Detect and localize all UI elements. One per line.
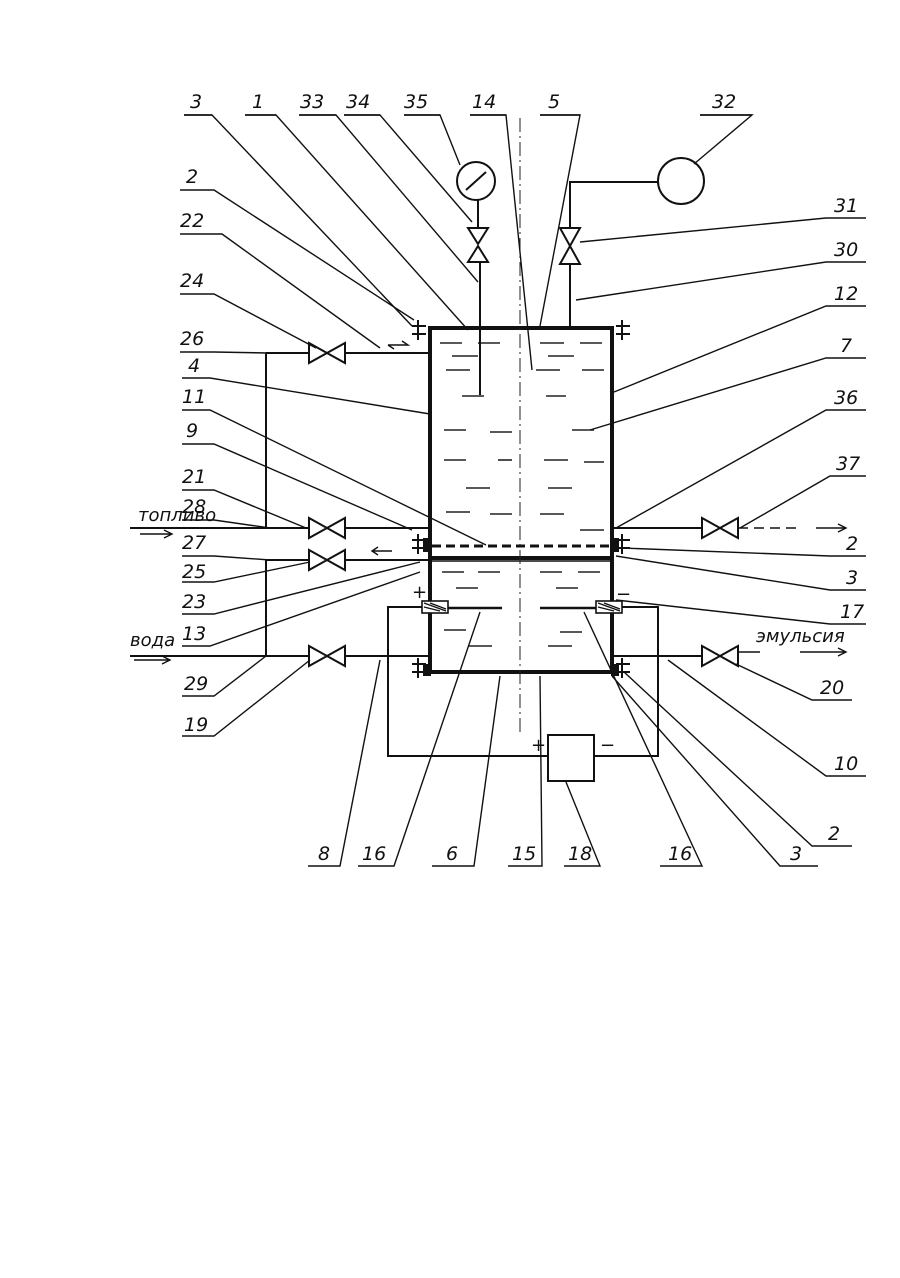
label-14: 14 bbox=[472, 91, 496, 113]
label-11: 11 bbox=[182, 386, 206, 408]
label-33: 33 bbox=[300, 91, 324, 113]
label-4: 4 bbox=[188, 355, 200, 377]
label-2-right: 2 bbox=[846, 533, 858, 555]
pressure-gauge-assembly bbox=[457, 162, 495, 395]
receiver-valve-top bbox=[560, 228, 580, 246]
valve-25-b bbox=[327, 550, 345, 570]
emulsion-arrow bbox=[738, 648, 846, 656]
wire-plus bbox=[388, 607, 548, 756]
label-15: 15 bbox=[512, 843, 536, 865]
label-10: 10 bbox=[834, 753, 858, 775]
label-12: 12 bbox=[834, 283, 858, 305]
label-16-right: 16 bbox=[668, 843, 692, 865]
water-label: вода bbox=[130, 630, 175, 651]
label-16-left: 16 bbox=[362, 843, 386, 865]
liquid-upper bbox=[440, 343, 604, 530]
label-28: 28 bbox=[182, 496, 206, 518]
power-supply bbox=[548, 735, 594, 781]
electrode-plus-sign: + bbox=[412, 582, 427, 603]
number-labels: 3 1 33 34 35 14 5 32 2 22 24 26 4 11 9 2… bbox=[180, 91, 864, 865]
valve-37-b bbox=[720, 518, 738, 538]
label-3-top: 3 bbox=[190, 91, 202, 113]
valve-25-a bbox=[309, 550, 327, 570]
supply-minus: − bbox=[600, 735, 615, 756]
valve-20-b bbox=[720, 646, 738, 666]
receiver-assembly bbox=[560, 158, 704, 328]
label-30: 30 bbox=[834, 239, 858, 261]
fuel-arrow bbox=[140, 530, 172, 538]
label-25: 25 bbox=[182, 561, 206, 583]
label-18: 18 bbox=[568, 843, 592, 865]
flange-top-left bbox=[412, 320, 426, 340]
vessel bbox=[430, 118, 612, 735]
label-9: 9 bbox=[186, 420, 198, 442]
gauge-valve-bottom bbox=[468, 246, 488, 262]
label-3-right: 3 bbox=[846, 567, 858, 589]
label-36: 36 bbox=[834, 387, 858, 409]
label-8: 8 bbox=[318, 843, 330, 865]
water-arrow bbox=[134, 656, 170, 664]
label-5: 5 bbox=[548, 91, 560, 113]
label-2-bottom: 2 bbox=[828, 823, 840, 845]
upper-chamber-wall bbox=[430, 328, 612, 558]
valve-24-b bbox=[327, 343, 345, 363]
label-20: 20 bbox=[820, 677, 844, 699]
flange-top-right bbox=[616, 320, 630, 340]
label-21: 21 bbox=[182, 466, 206, 488]
receiver-vessel bbox=[658, 158, 704, 204]
label-34: 34 bbox=[346, 91, 370, 113]
valve-20-a bbox=[702, 646, 720, 666]
label-3-bottom: 3 bbox=[790, 843, 802, 865]
supply-plus: + bbox=[531, 735, 546, 756]
label-22: 22 bbox=[180, 210, 204, 232]
label-23: 23 bbox=[182, 591, 206, 613]
label-29: 29 bbox=[184, 673, 208, 695]
label-32: 32 bbox=[712, 91, 736, 113]
label-31: 31 bbox=[834, 195, 858, 217]
valve-21-a bbox=[309, 518, 327, 538]
wire-minus bbox=[594, 607, 658, 756]
leader-lines bbox=[180, 115, 866, 866]
label-1: 1 bbox=[252, 91, 264, 113]
label-19: 19 bbox=[184, 714, 208, 736]
label-35: 35 bbox=[404, 91, 428, 113]
label-24: 24 bbox=[180, 270, 204, 292]
valve-37-a bbox=[702, 518, 720, 538]
label-27: 27 bbox=[182, 532, 206, 554]
label-7: 7 bbox=[840, 335, 852, 357]
label-26: 26 bbox=[180, 328, 204, 350]
label-37: 37 bbox=[836, 453, 860, 475]
valve-21-b bbox=[327, 518, 345, 538]
receiver-valve-bottom bbox=[560, 246, 580, 264]
label-17: 17 bbox=[840, 601, 864, 623]
emulsion-label: эмульсия bbox=[756, 626, 845, 647]
label-2-left: 2 bbox=[186, 166, 198, 188]
flanges bbox=[412, 320, 630, 678]
gauge-valve-top bbox=[468, 228, 488, 244]
label-13: 13 bbox=[182, 623, 206, 645]
label-6: 6 bbox=[446, 843, 458, 865]
valve-19-a bbox=[309, 646, 327, 666]
valve-19-b bbox=[327, 646, 345, 666]
